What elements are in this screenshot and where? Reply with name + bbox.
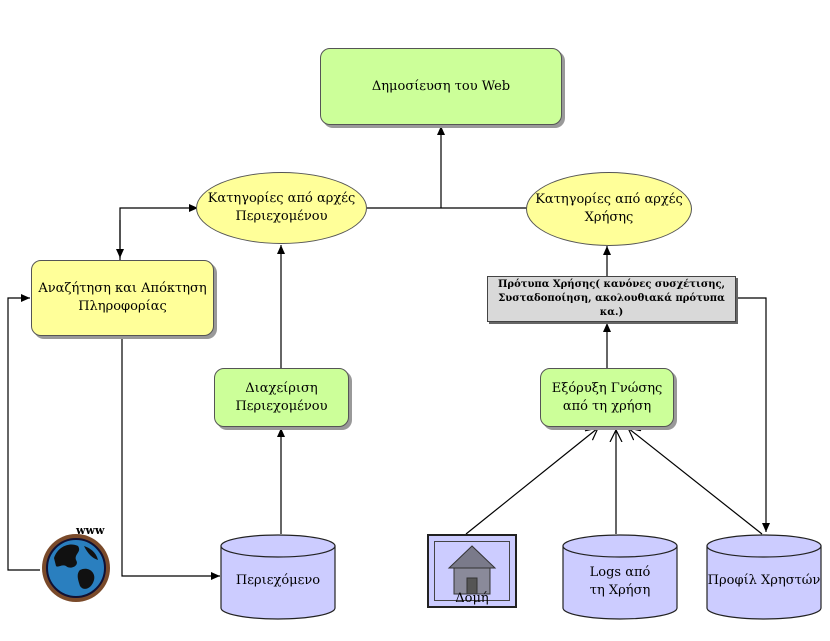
- usage-logs-line1: Logs από: [589, 565, 651, 580]
- search-acquisition-line2: Πληροφορίας: [78, 299, 167, 314]
- content-database: Περιεχόμενο: [220, 534, 336, 620]
- structure-frame: [434, 541, 510, 601]
- usage-mining-box: Εξόρυξη Γνώσης από τη χρήση: [540, 368, 674, 427]
- usage-logs-line2: τη Χρήση: [589, 583, 651, 598]
- usage-mining-line2: από τη χρήση: [562, 398, 652, 414]
- house-icon: [447, 545, 497, 595]
- database-cylinder-icon: [220, 534, 336, 620]
- usage-patterns-box: Πρότυπα Χρήσης( κανόνες συσχέτισης, Συστ…: [487, 276, 736, 322]
- usage-categories-line2: Χρήσης: [584, 210, 634, 225]
- user-profiles-database: Προφίλ Χρηστών: [706, 534, 822, 620]
- content-management-line2: Περιεχομένου: [235, 398, 328, 414]
- database-cylinder-icon: [706, 534, 822, 620]
- content-management-line1: Διαχείριση: [245, 380, 318, 396]
- content-database-label: Περιεχόμενο: [235, 573, 321, 588]
- search-acquisition-line1: Αναζήτηση και Απόκτηση: [38, 281, 207, 296]
- usage-categories-line1: Κατηγορίες από αρχές: [535, 192, 683, 207]
- structure-to-mining-arrow: [465, 428, 598, 535]
- usage-categories-ellipse: Κατηγορίες από αρχές Χρήσης: [526, 172, 692, 246]
- profiles-to-mining-arrow: [628, 428, 763, 535]
- web-publish-box: Δημοσίευση του Web: [320, 48, 562, 125]
- content-categories-line2: Περιεχομένου: [235, 209, 328, 224]
- usage-logs-database: Logs από τη Χρήση: [562, 534, 678, 620]
- content-categories-line1: Κατηγορίες από αρχές: [207, 191, 356, 206]
- patterns-to-profiles-arrow: [736, 297, 770, 532]
- www-label: www: [76, 524, 105, 537]
- globe-to-search-arrow: [7, 294, 40, 571]
- search-to-db-arrow: [121, 336, 220, 580]
- structure-box: Δομή: [427, 534, 517, 608]
- search-acquisition-box: Αναζήτηση και Απόκτηση Πληροφορίας: [31, 260, 214, 336]
- content-management-box: Διαχείριση Περιεχομένου: [214, 368, 349, 427]
- usage-patterns-line1: Πρότυπα Χρήσης( κανόνες συσχέτισης,: [497, 279, 726, 290]
- usage-mining-line1: Εξόρυξη Γνώσης: [551, 380, 663, 396]
- search-to-categories-arrow: [119, 204, 198, 260]
- globe-icon: [42, 534, 110, 602]
- usage-patterns-line2: Συσταδοποίηση, ακολουθιακά πρότυπα κα.): [498, 293, 725, 318]
- user-profiles-label: Προφίλ Χρηστών: [707, 573, 821, 588]
- structure-label: Δομή: [455, 591, 489, 606]
- web-publish-label: Δημοσίευση του Web: [371, 78, 511, 94]
- content-categories-ellipse: Κατηγορίες από αρχές Περιεχομένου: [196, 172, 367, 244]
- database-cylinder-icon: [562, 534, 678, 620]
